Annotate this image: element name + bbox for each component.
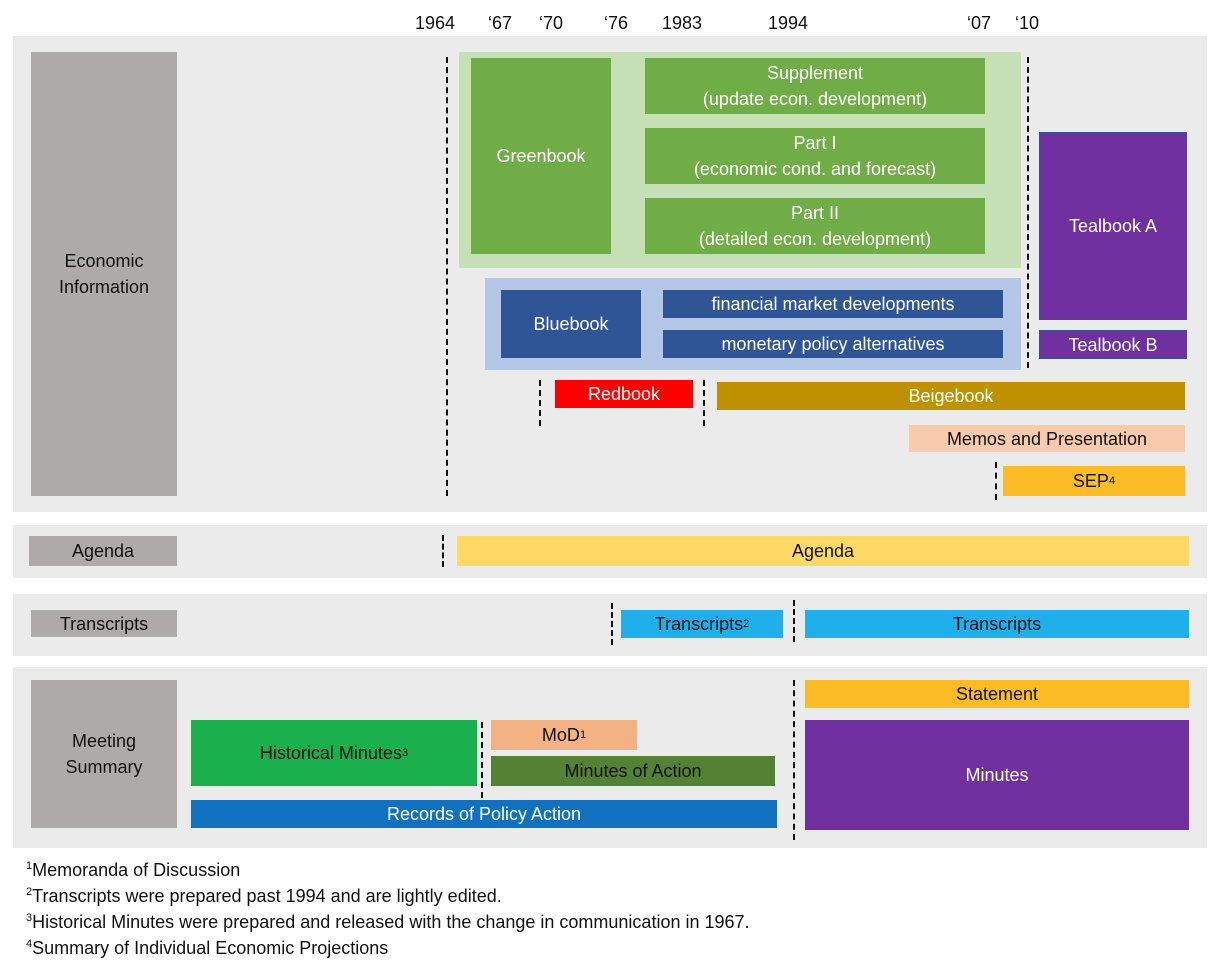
year-07: ‘07 <box>966 13 992 33</box>
part-1-box: Part I (economic cond. and forecast) <box>645 128 985 184</box>
marker-2010 <box>1027 57 1029 368</box>
redbook-box: Redbook <box>555 380 693 408</box>
tealbook-b-box: Tealbook B <box>1039 330 1187 359</box>
statement-box: Statement <box>805 680 1189 708</box>
row-label-agenda: Agenda <box>29 536 177 566</box>
part-2-box: Part II (detailed econ. development) <box>645 198 985 254</box>
sep-label: SEP <box>1072 471 1109 491</box>
marker-2007 <box>995 462 997 500</box>
year-70: ‘70 <box>538 13 564 33</box>
supplement-box: Supplement (update econ. development) <box>645 58 985 114</box>
marker-agenda-1964 <box>442 535 444 567</box>
marker-1970 <box>539 380 541 426</box>
historical-minutes-label: Historical Minutes <box>259 743 402 763</box>
minutes-of-action-box: Minutes of Action <box>491 756 775 786</box>
year-1964: 1964 <box>414 13 456 33</box>
footnote-4: 4Summary of Individual Economic Projecti… <box>26 938 389 958</box>
financial-market-developments-box: financial market developments <box>663 290 1003 318</box>
row-label-meeting-summary: Meeting Summary <box>31 680 177 828</box>
year-76: ‘76 <box>603 13 629 33</box>
agenda-box: Agenda <box>457 536 1189 566</box>
marker-1967 <box>481 722 483 798</box>
tealbook-a-box: Tealbook A <box>1039 132 1187 320</box>
minutes-box: Minutes <box>805 720 1189 830</box>
marker-transcripts-1976 <box>611 603 613 645</box>
bluebook-box: Bluebook <box>501 290 641 358</box>
marker-meeting-1994 <box>793 680 795 840</box>
year-10: ‘10 <box>1014 13 1040 33</box>
row-label-transcripts: Transcripts <box>31 610 177 637</box>
marker-1983 <box>703 380 705 426</box>
year-67: ‘67 <box>487 13 513 33</box>
beigebook-box: Beigebook <box>717 382 1185 410</box>
year-1994: 1994 <box>767 13 809 33</box>
footnote-2: 2Transcripts were prepared past 1994 and… <box>26 886 502 906</box>
mod-label: MoD <box>541 725 580 745</box>
marker-1964 <box>446 57 448 496</box>
records-of-policy-action-box: Records of Policy Action <box>191 800 777 828</box>
memos-and-presentation-box: Memos and Presentation <box>909 425 1185 452</box>
year-1983: 1983 <box>661 13 703 33</box>
monetary-policy-alternatives-box: monetary policy alternatives <box>663 330 1003 358</box>
footnote-1: 1Memoranda of Discussion <box>26 860 241 880</box>
transcripts-early-label: Transcripts <box>654 614 744 634</box>
row-label-economic-information: Economic Information <box>31 52 177 496</box>
marker-transcripts-1994 <box>793 600 795 642</box>
greenbook-box: Greenbook <box>471 58 611 254</box>
transcripts-late-box: Transcripts <box>805 610 1189 638</box>
footnote-3: 3Historical Minutes were prepared and re… <box>26 912 750 932</box>
